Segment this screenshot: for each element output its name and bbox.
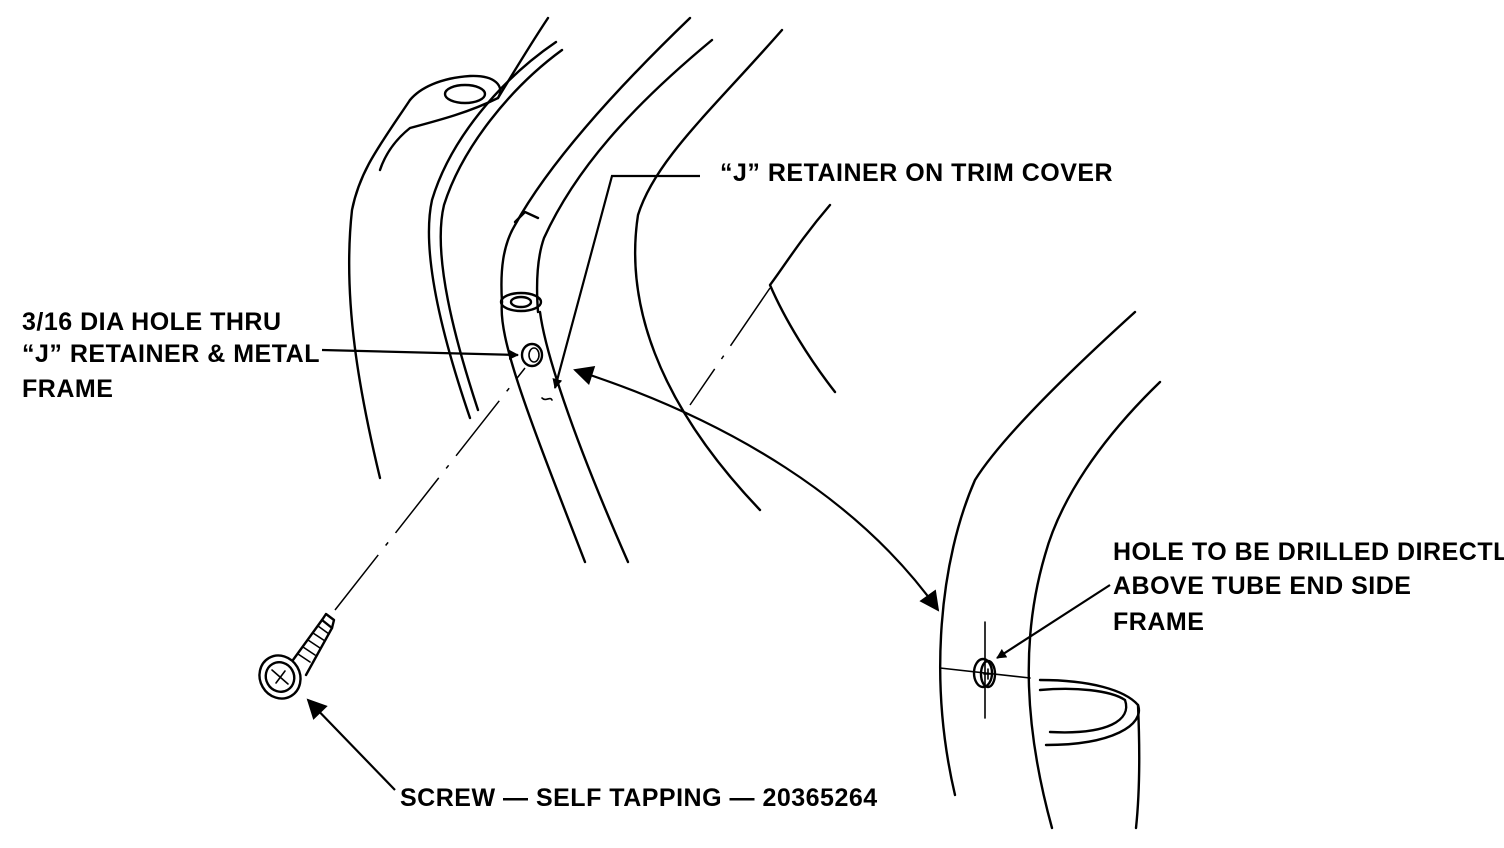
callout-leaders: [306, 174, 1111, 791]
label-drill-line-1: HOLE TO BE DRILLED DIRECTLY: [1113, 538, 1504, 566]
label-hole-line-3: FRAME: [22, 375, 113, 403]
self-tapping-screw: [258, 612, 336, 700]
label-screw: SCREW — SELF TAPPING — 20365264: [400, 784, 878, 812]
label-drill-line-2: ABOVE TUBE END SIDE: [1113, 572, 1411, 600]
label-j-retainer: “J” RETAINER ON TRIM COVER: [720, 159, 1113, 187]
label-hole-line-1: 3/16 DIA HOLE THRU: [22, 308, 282, 336]
label-hole-line-2: “J” RETAINER & METAL: [22, 340, 320, 368]
tube-end-frame-drawing: [939, 310, 1162, 830]
seat-frame-drawing: [347, 16, 837, 564]
label-drill-line-3: FRAME: [1113, 608, 1204, 636]
